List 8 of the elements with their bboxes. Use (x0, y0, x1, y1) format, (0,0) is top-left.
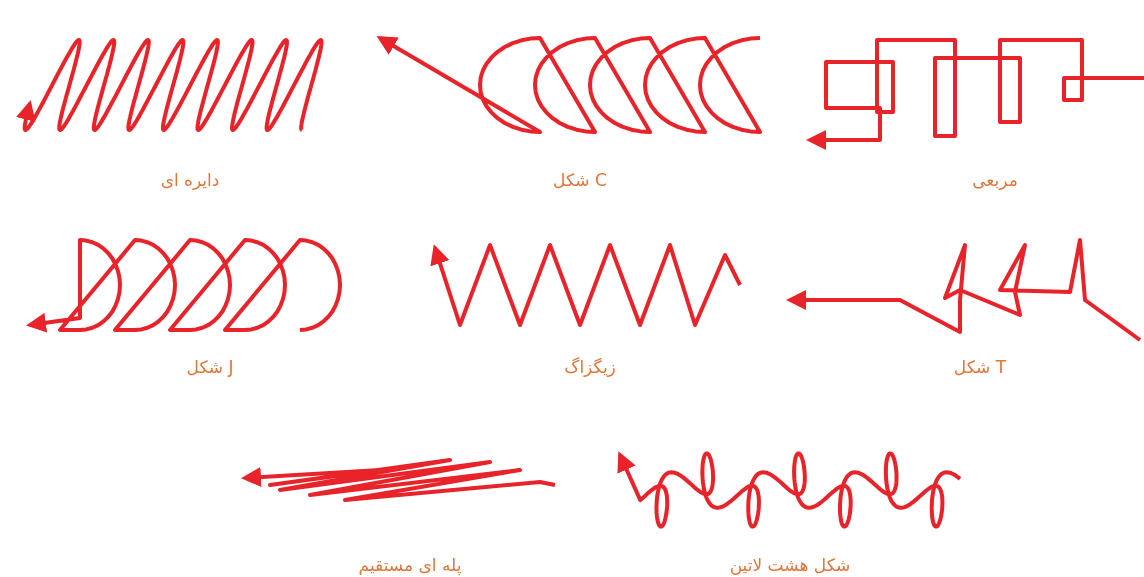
pattern-caption: مربعی (972, 170, 1018, 190)
pattern-caption: C شکل (553, 170, 607, 190)
pattern-caption: T شکل (953, 357, 1007, 377)
pattern-caption: شکل هشت لاتین (729, 555, 851, 575)
pattern-caption: دایره ای (160, 170, 220, 190)
pattern-caption: زیگزاگ (564, 357, 616, 377)
pattern-caption: پله ای مستقیم (358, 555, 462, 575)
pattern-caption: J شکل (186, 357, 234, 377)
